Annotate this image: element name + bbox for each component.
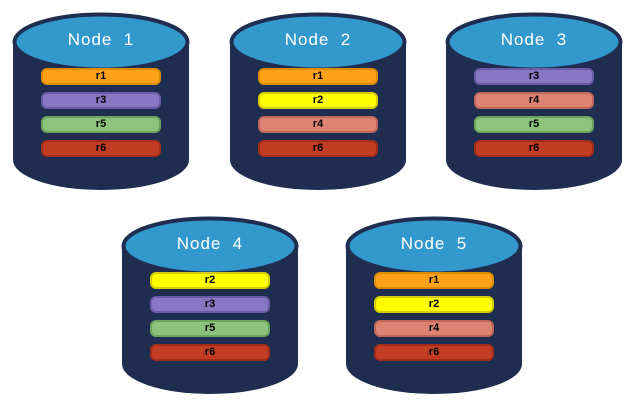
replica-bar: r5 xyxy=(150,320,270,337)
replica-bar: r6 xyxy=(258,140,378,157)
node-title: Node 3 xyxy=(500,30,568,49)
node-title: Node 1 xyxy=(67,30,135,49)
replica-bar: r4 xyxy=(474,92,594,109)
replica-bar: r2 xyxy=(258,92,378,109)
replica-bar: r6 xyxy=(474,140,594,157)
replica-bar: r5 xyxy=(474,116,594,133)
replica-bar: r4 xyxy=(374,320,494,337)
node-title: Node 5 xyxy=(400,234,468,253)
replica-list: r2 r3 r5 r6 xyxy=(150,272,270,368)
node-title: Node 2 xyxy=(284,30,352,49)
node-2: Node 2 r1 r2 r4 r6 xyxy=(229,10,407,202)
replica-bar: r4 xyxy=(258,116,378,133)
replica-list: r1 r2 r4 r6 xyxy=(258,68,378,164)
node-1: Node 1 r1 r3 r5 r6 xyxy=(12,10,190,202)
replica-bar: r6 xyxy=(374,344,494,361)
replica-bar: r2 xyxy=(150,272,270,289)
replica-list: r1 r2 r4 r6 xyxy=(374,272,494,368)
replica-bar: r5 xyxy=(41,116,161,133)
replica-list: r3 r4 r5 r6 xyxy=(474,68,594,164)
node-5: Node 5 r1 r2 r4 r6 xyxy=(345,214,523,406)
node-4: Node 4 r2 r3 r5 r6 xyxy=(121,214,299,406)
replica-bar: r1 xyxy=(374,272,494,289)
replica-bar: r3 xyxy=(41,92,161,109)
replica-bar: r6 xyxy=(41,140,161,157)
replica-bar: r1 xyxy=(258,68,378,85)
replica-bar: r3 xyxy=(150,296,270,313)
replica-bar: r6 xyxy=(150,344,270,361)
node-title: Node 4 xyxy=(176,234,244,253)
replica-bar: r3 xyxy=(474,68,594,85)
replica-list: r1 r3 r5 r6 xyxy=(41,68,161,164)
node-3: Node 3 r3 r4 r5 r6 xyxy=(445,10,623,202)
replica-bar: r2 xyxy=(374,296,494,313)
replica-bar: r1 xyxy=(41,68,161,85)
